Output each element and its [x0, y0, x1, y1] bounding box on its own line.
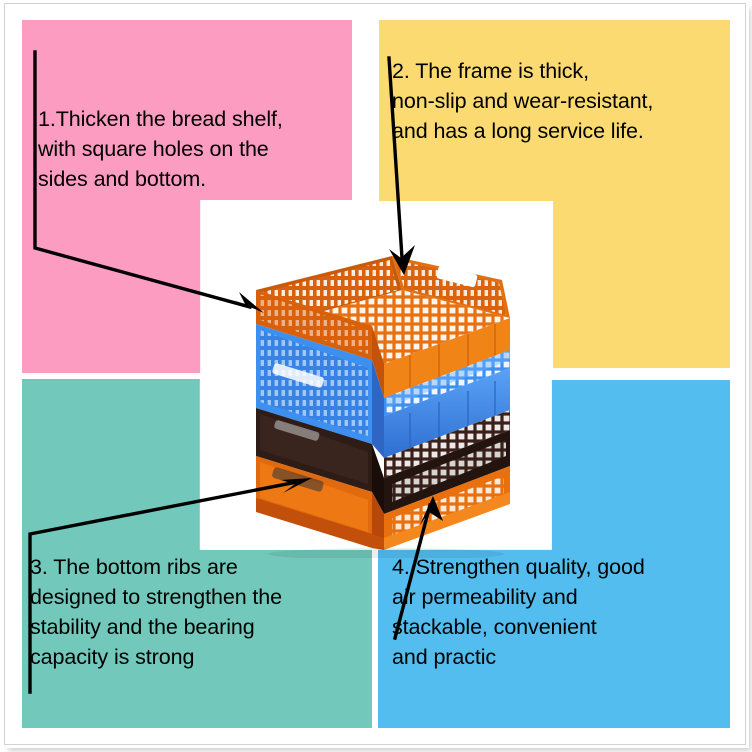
feature-3-caption: 3. The bottom ribs are designed to stren… [30, 555, 283, 669]
feature-1-caption: 1.Thicken the bread shelf, with square h… [38, 107, 283, 191]
stacked-crates-illustration [256, 256, 510, 558]
product-image [196, 198, 556, 558]
feature-4-caption: 4. Strengthen quality, good air permeabi… [392, 555, 645, 669]
feature-2-caption: 2. The frame is thick, non-slip and wear… [392, 59, 654, 143]
